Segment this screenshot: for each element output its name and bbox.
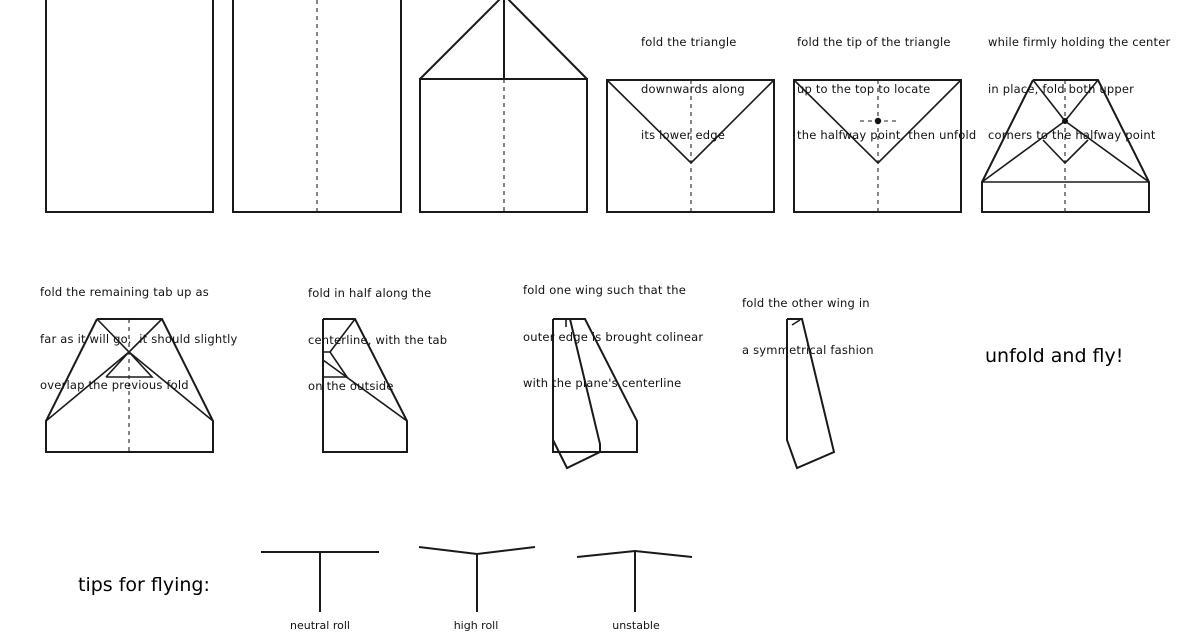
step-9-caption: fold one wing such that the outer edge i…	[523, 252, 703, 423]
caption-line: while firmly holding the center	[988, 35, 1171, 49]
caption-line: outer edge is brought colinear	[523, 329, 704, 344]
caption-line: centerline, with the tab	[308, 332, 448, 347]
step-5-halfway-point	[793, 79, 962, 213]
caption-line: downwards along	[641, 81, 745, 96]
caption-line: in place, fold both upper	[988, 81, 1135, 96]
step-10-both-wings	[786, 318, 836, 470]
caption-line: fold the other wing in	[742, 296, 870, 310]
step-9-wing-fold	[552, 318, 638, 470]
step-6-caption: while firmly holding the center in place…	[988, 4, 1170, 175]
step-7-caption: fold the remaining tab up as far as it w…	[40, 254, 237, 425]
tip-unstable-diagram	[576, 549, 693, 612]
caption-line: fold in half along the	[308, 286, 432, 300]
caption-line: far as it will go. it should slightly	[40, 331, 238, 346]
caption-line: up to the top to locate	[797, 81, 931, 96]
tip-label-high-roll: high roll	[453, 619, 499, 632]
step-5-caption: fold the tip of the triangle up to the t…	[797, 4, 976, 175]
caption-line: fold the remaining tab up as	[40, 285, 209, 299]
step-8-caption: fold in half along the centerline, with …	[308, 255, 447, 426]
caption-line: a symmetrical fashion	[742, 342, 874, 357]
caption-line: with the plane's centerline	[523, 376, 682, 390]
caption-line: corners to the halfway point	[988, 128, 1156, 142]
caption-line: its lower edge	[641, 128, 725, 142]
caption-line: the halfway point, then unfold	[797, 128, 977, 142]
step-3-triangle-fold	[419, 0, 588, 213]
step-4-triangle-down	[606, 79, 775, 213]
final-instruction: unfold and fly!	[985, 345, 1124, 367]
caption-line: overlap the previous fold	[40, 378, 189, 392]
step-6-corners-folded	[981, 79, 1150, 213]
step-2-centerline-sheet	[232, 0, 402, 213]
step-10-caption: fold the other wing in a symmetrical fas…	[742, 265, 874, 389]
caption-line: fold one wing such that the	[523, 283, 686, 297]
step-4-caption: fold the triangle downwards along its lo…	[641, 4, 745, 175]
step-1-sheet	[45, 0, 214, 213]
step-7-tab-up	[45, 318, 214, 453]
step-8-half-fold	[322, 318, 408, 453]
tip-neutral-roll-diagram	[261, 551, 379, 612]
caption-line: on the outside	[308, 379, 394, 393]
tip-label-unstable: unstable	[612, 619, 660, 632]
tips-heading: tips for flying:	[78, 574, 210, 596]
tip-high-roll-diagram	[418, 546, 536, 612]
caption-line: fold the tip of the triangle	[797, 35, 951, 49]
tip-label-neutral-roll: neutral roll	[290, 619, 350, 632]
caption-line: fold the triangle	[641, 35, 737, 49]
